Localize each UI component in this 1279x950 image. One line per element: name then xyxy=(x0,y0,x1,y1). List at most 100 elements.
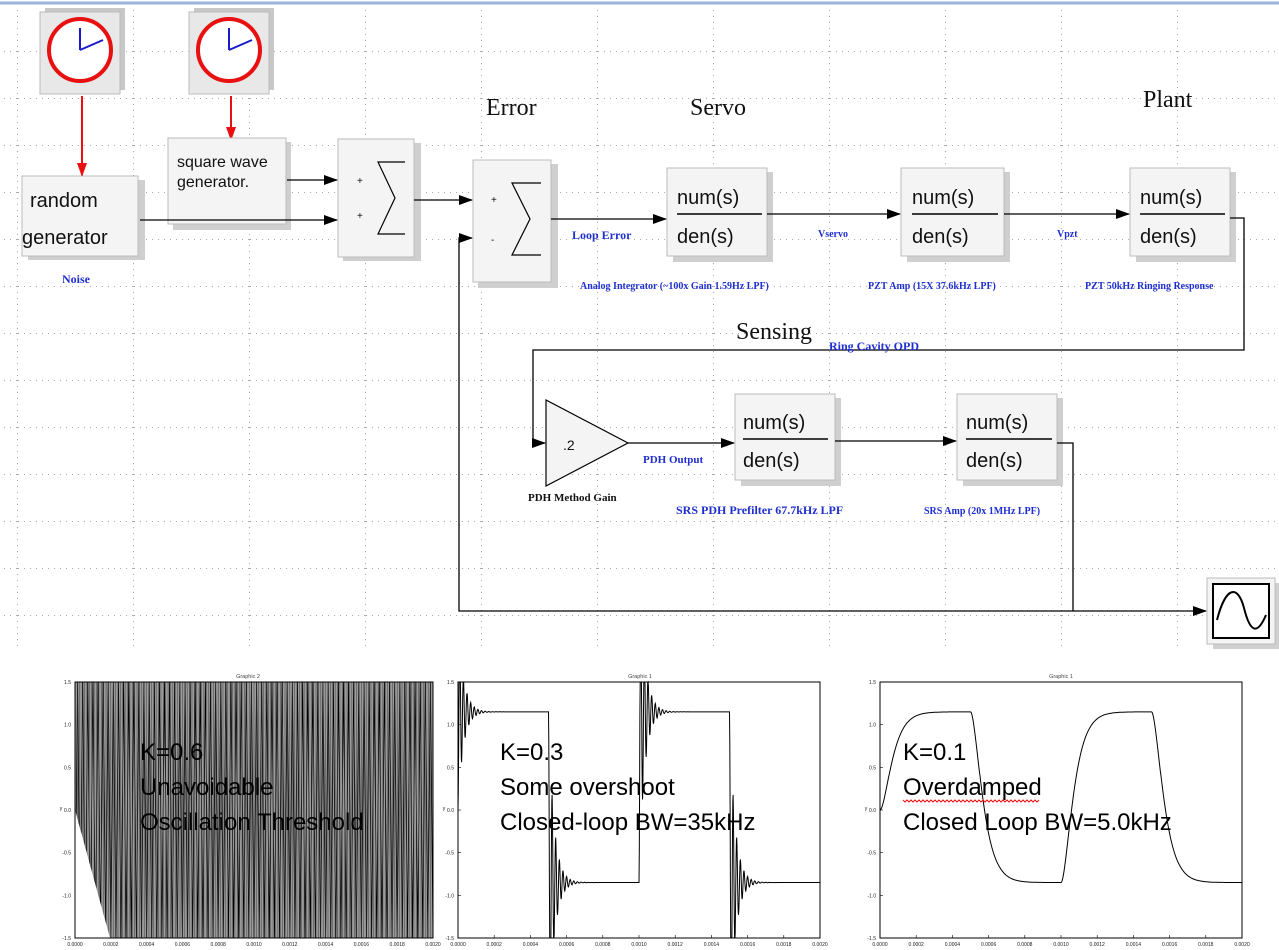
spellcheck-underline xyxy=(902,799,1040,803)
servo-tf-block[interactable]: num(s) den(s) xyxy=(666,167,773,262)
x-tick-label: 0.0004 xyxy=(523,942,539,948)
x-tick-label: 0.0002 xyxy=(103,942,119,948)
plot-annotation-line: Closed Loop BW=5.0kHz xyxy=(903,809,1172,836)
y-tick-label: -1.5 xyxy=(867,936,876,942)
x-tick-label: 0.0012 xyxy=(1090,942,1106,948)
x-tick-label: 0.0014 xyxy=(1126,942,1142,948)
x-tick-label: 0.0016 xyxy=(1162,942,1178,948)
x-tick-label: 0.0018 xyxy=(1198,942,1214,948)
y-tick-label: 1.0 xyxy=(447,723,454,729)
y-tick-label: -1.0 xyxy=(867,893,876,899)
plot-annotation-line: K=0.3 xyxy=(500,739,563,766)
x-tick-label: 0.0014 xyxy=(704,942,720,948)
plot-annotation-line: Unavoidable xyxy=(140,774,273,801)
plant-tf-block[interactable]: num(s) den(s) xyxy=(1129,167,1236,262)
sum-block-1[interactable]: + + xyxy=(337,138,421,261)
sum-sign-bottom: + xyxy=(357,211,363,222)
random-generator-line2: generator xyxy=(22,227,108,249)
plot-2: Graphic 11.51.00.50.0-0.5-1.0-1.5y0.0000… xyxy=(443,674,828,948)
x-tick-label: 0.0010 xyxy=(1053,942,1069,948)
y-tick-label: -1.5 xyxy=(62,936,71,942)
scope-icon xyxy=(1212,583,1270,639)
plot-annotation-line: K=0.6 xyxy=(140,739,203,766)
y-tick-label: 0.5 xyxy=(869,765,876,771)
x-tick-label: 0.0020 xyxy=(812,942,828,948)
pdh-method-gain-label: PDH Method Gain xyxy=(528,492,617,504)
error-sum-sign-top: + xyxy=(491,195,497,206)
heading-sensing: Sensing xyxy=(736,319,812,345)
x-tick-label: 0.0016 xyxy=(354,942,370,948)
pzt-amp-num: num(s) xyxy=(912,187,974,209)
y-tick-label: 0.0 xyxy=(869,808,876,814)
vservo-label: Vservo xyxy=(818,229,848,240)
random-generator-line1: random xyxy=(30,190,98,212)
sum-sign-top: + xyxy=(357,176,363,187)
series-line xyxy=(457,680,820,939)
plot-annotation-line: K=0.1 xyxy=(903,739,966,766)
pdh-output-label: PDH Output xyxy=(643,454,704,466)
y-tick-label: 0.0 xyxy=(447,808,454,814)
heading-plant: Plant xyxy=(1143,87,1193,113)
x-tick-label: 0.0000 xyxy=(67,942,83,948)
y-tick-label: 1.0 xyxy=(64,723,71,729)
random-generator-block[interactable]: random generator xyxy=(21,175,145,260)
heading-servo: Servo xyxy=(690,95,746,121)
x-tick-label: 0.0010 xyxy=(631,942,647,948)
dot-grid xyxy=(0,8,1279,648)
plot-title: Graphic 1 xyxy=(1049,674,1073,680)
clock-icon xyxy=(47,17,113,83)
srs-amp-tf-block[interactable]: num(s) den(s) xyxy=(956,393,1063,486)
x-tick-label: 0.0014 xyxy=(318,942,334,948)
x-tick-label: 0.0006 xyxy=(175,942,191,948)
y-tick-label: 0.5 xyxy=(447,765,454,771)
x-tick-label: 0.0018 xyxy=(390,942,406,948)
y-tick-label: 0.5 xyxy=(64,765,71,771)
x-tick-label: 0.0000 xyxy=(450,942,466,948)
gain-value: .2 xyxy=(563,437,575,453)
x-tick-label: 0.0000 xyxy=(872,942,888,948)
plot-frame xyxy=(457,681,821,939)
clock-icon xyxy=(196,17,262,83)
square-wave-line1: square wave xyxy=(177,154,268,171)
square-wave-line2: generator. xyxy=(177,174,249,191)
vpzt-label: Vpzt xyxy=(1057,229,1078,240)
plots-layer: Graphic 21.51.00.50.0-0.5-1.0-1.5y0.0000… xyxy=(60,674,1250,948)
srs-prefilter-num: num(s) xyxy=(743,412,805,434)
x-tick-label: 0.0020 xyxy=(425,942,441,948)
clock-block-2[interactable] xyxy=(188,8,274,95)
plot-annotation-line: Some overshoot xyxy=(500,774,675,801)
plot-annotation-line: Overdamped xyxy=(903,774,1042,801)
pzt-amp-den: den(s) xyxy=(912,226,969,248)
y-tick-label: -1.0 xyxy=(62,893,71,899)
y-tick-label: 1.0 xyxy=(869,723,876,729)
srs-amp-label: SRS Amp (20x 1MHz LPF) xyxy=(924,506,1040,517)
y-tick-label: -0.5 xyxy=(867,851,876,857)
pdh-gain-block[interactable]: .2 xyxy=(545,399,630,487)
x-tick-label: 0.0004 xyxy=(139,942,155,948)
error-sum-block[interactable]: + - xyxy=(472,159,558,288)
series-line xyxy=(879,711,1242,883)
square-wave-generator-block[interactable]: square wave generator. xyxy=(167,137,291,230)
srs-amp-num: num(s) xyxy=(966,412,1028,434)
sum-icon xyxy=(377,161,405,235)
scope-block[interactable] xyxy=(1206,577,1279,649)
y-tick-label: 1.5 xyxy=(869,680,876,686)
pzt-amp-tf-block[interactable]: num(s) den(s) xyxy=(900,167,1010,262)
srs-prefilter-tf-block[interactable]: num(s) den(s) xyxy=(734,393,841,486)
noise-label: Noise xyxy=(62,272,91,286)
y-tick-label: -0.5 xyxy=(445,851,454,857)
x-tick-label: 0.0006 xyxy=(559,942,575,948)
x-tick-label: 0.0004 xyxy=(945,942,961,948)
signal-links xyxy=(140,175,1245,616)
x-tick-label: 0.0012 xyxy=(668,942,684,948)
plot-annotation-line: Oscillation Threshold xyxy=(140,809,364,836)
servo-num: num(s) xyxy=(677,187,739,209)
plot-frame xyxy=(879,681,1243,939)
analog-integrator-label: Analog Integrator (~100x Gain 1.59Hz LPF… xyxy=(580,281,769,292)
y-tick-label: 0.0 xyxy=(64,808,71,814)
loop-error-label: Loop Error xyxy=(572,228,632,242)
clock-block-1[interactable] xyxy=(39,8,125,95)
srs-prefilter-den: den(s) xyxy=(743,450,800,472)
y-tick-label: -0.5 xyxy=(62,851,71,857)
